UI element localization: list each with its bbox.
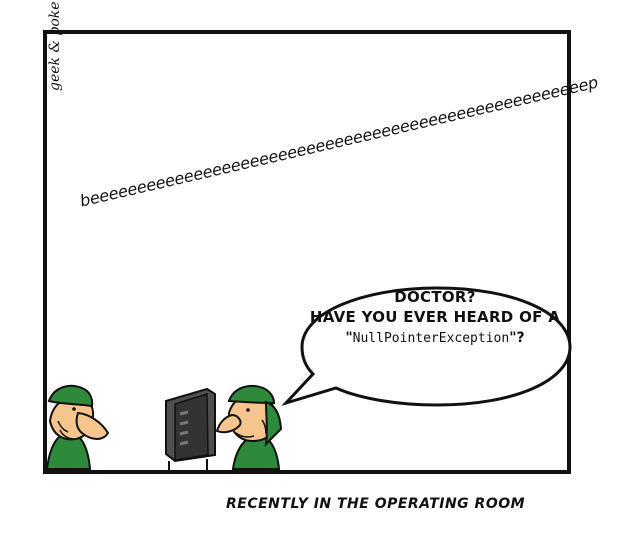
left-doctor-cap — [47, 384, 94, 408]
left-doctor-eye — [72, 407, 76, 411]
monitor-vent-4 — [179, 440, 189, 446]
monitor-front-panel — [174, 392, 209, 461]
left-doctor-jaw — [59, 429, 75, 440]
speech-text: DOCTOR? HAVE YOU EVER HEARD OF A "NullPo… — [300, 287, 570, 349]
comic-caption: RECENTLY IN THE OPERATING ROOM — [226, 496, 526, 512]
speech-bubble-shape — [281, 286, 572, 407]
speech-open-quote: " — [345, 330, 353, 346]
speech-code: NullPointerException — [352, 331, 510, 346]
right-doctor-nose — [215, 413, 242, 434]
monitor-vent-3 — [179, 430, 189, 436]
right-doctor-mouth — [235, 432, 255, 438]
speech-line-3: "NullPointerException"? — [300, 327, 570, 349]
speech-line-2: HAVE YOU EVER HEARD OF A — [309, 308, 561, 326]
left-doctor-figure — [45, 384, 110, 470]
right-doctor-eye — [246, 408, 250, 412]
right-doctor-cap — [227, 384, 276, 405]
right-doctor-mask-string — [261, 419, 267, 435]
left-doctor-nose — [75, 411, 110, 440]
right-doctor-ponytail — [264, 400, 283, 447]
monitor-vent-2 — [179, 420, 189, 426]
speech-line-1: DOCTOR? — [394, 288, 476, 306]
monitor-machine — [165, 387, 216, 473]
speech-close: "? — [509, 330, 525, 346]
right-doctor-figure — [215, 384, 283, 470]
speech-bubble — [281, 286, 572, 407]
monitor-vent-1 — [179, 410, 189, 416]
left-doctor-mask-string — [57, 420, 69, 433]
